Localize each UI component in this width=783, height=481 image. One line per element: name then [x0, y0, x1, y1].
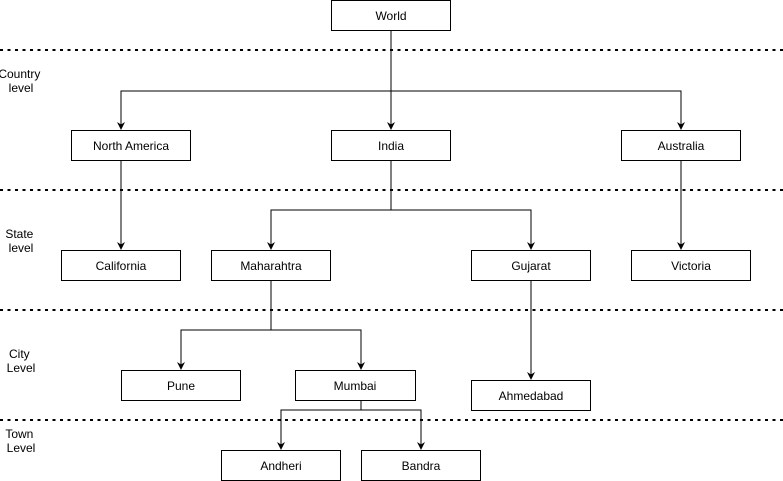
node-india[interactable]: India: [331, 130, 451, 161]
node-north-america-box: [71, 130, 191, 161]
edge-mumbai-bandra: [360, 401, 425, 450]
node-mumbai-label: Mumbai: [334, 379, 377, 393]
node-pune[interactable]: Pune: [121, 370, 241, 401]
edge-mumbai-andheri: [277, 401, 362, 450]
level-label-city-line2: Level: [7, 361, 36, 375]
node-andheri-box: [221, 450, 341, 481]
nodes: World North America India Australia Cali…: [61, 0, 751, 481]
edge-maharahtra-mumbai: [270, 281, 365, 370]
edge-world-australia: [390, 31, 685, 130]
edge-india-maharahtra: [267, 161, 392, 250]
node-california-box: [61, 250, 181, 281]
node-north-america-label: North America: [93, 139, 169, 153]
level-label-state: State level: [5, 227, 36, 255]
level-label-town: Town Level: [5, 427, 36, 455]
level-label-country: Country level: [0, 67, 44, 95]
node-ahmedabad-label: Ahmedabad: [499, 389, 564, 403]
level-label-town-line2: Level: [7, 441, 36, 455]
node-andheri-label: Andheri: [260, 459, 301, 473]
level-label-town-line1: Town: [5, 427, 33, 441]
node-india-label: India: [378, 139, 404, 153]
node-gujarat-label: Gujarat: [511, 259, 551, 273]
level-label-country-line1: Country: [0, 67, 40, 81]
level-label-country-line2: level: [9, 81, 34, 95]
node-world-box: [331, 0, 451, 31]
node-mumbai-box: [295, 370, 416, 401]
node-world[interactable]: World: [331, 0, 451, 31]
edge-india-gujarat: [390, 161, 535, 250]
connectors: [117, 31, 685, 450]
level-label-state-line1: State: [5, 227, 33, 241]
node-gujarat[interactable]: Gujarat: [471, 250, 591, 281]
node-maharahtra-label: Maharahtra: [240, 259, 302, 273]
node-maharahtra[interactable]: Maharahtra: [211, 250, 331, 281]
node-maharahtra-box: [211, 250, 331, 281]
node-ahmedabad-box: [471, 380, 591, 411]
node-pune-label: Pune: [167, 379, 195, 393]
node-australia-label: Australia: [658, 139, 705, 153]
node-north-america[interactable]: North America: [71, 130, 191, 161]
node-california-label: California: [96, 259, 147, 273]
node-australia-box: [621, 130, 741, 161]
level-label-city: City Level: [7, 347, 36, 375]
edge-maharahtra-pune: [177, 281, 272, 370]
node-pune-box: [121, 370, 241, 401]
node-bandra-label: Bandra: [402, 459, 441, 473]
node-mumbai[interactable]: Mumbai: [295, 370, 416, 401]
edge-world-north-america: [117, 31, 392, 130]
level-label-state-line2: level: [9, 241, 34, 255]
node-california[interactable]: California: [61, 250, 181, 281]
node-victoria-box: [631, 250, 751, 281]
level-label-city-line1: City: [9, 347, 30, 361]
node-india-box: [331, 130, 451, 161]
level-labels: Country level State level City Level Tow…: [0, 67, 44, 455]
node-victoria-label: Victoria: [671, 259, 711, 273]
node-bandra-box: [361, 450, 481, 481]
node-world-label: World: [375, 9, 406, 23]
node-ahmedabad[interactable]: Ahmedabad: [471, 380, 591, 411]
node-australia[interactable]: Australia: [621, 130, 741, 161]
node-andheri[interactable]: Andheri: [221, 450, 341, 481]
node-gujarat-box: [471, 250, 591, 281]
node-victoria[interactable]: Victoria: [631, 250, 751, 281]
node-bandra[interactable]: Bandra: [361, 450, 481, 481]
